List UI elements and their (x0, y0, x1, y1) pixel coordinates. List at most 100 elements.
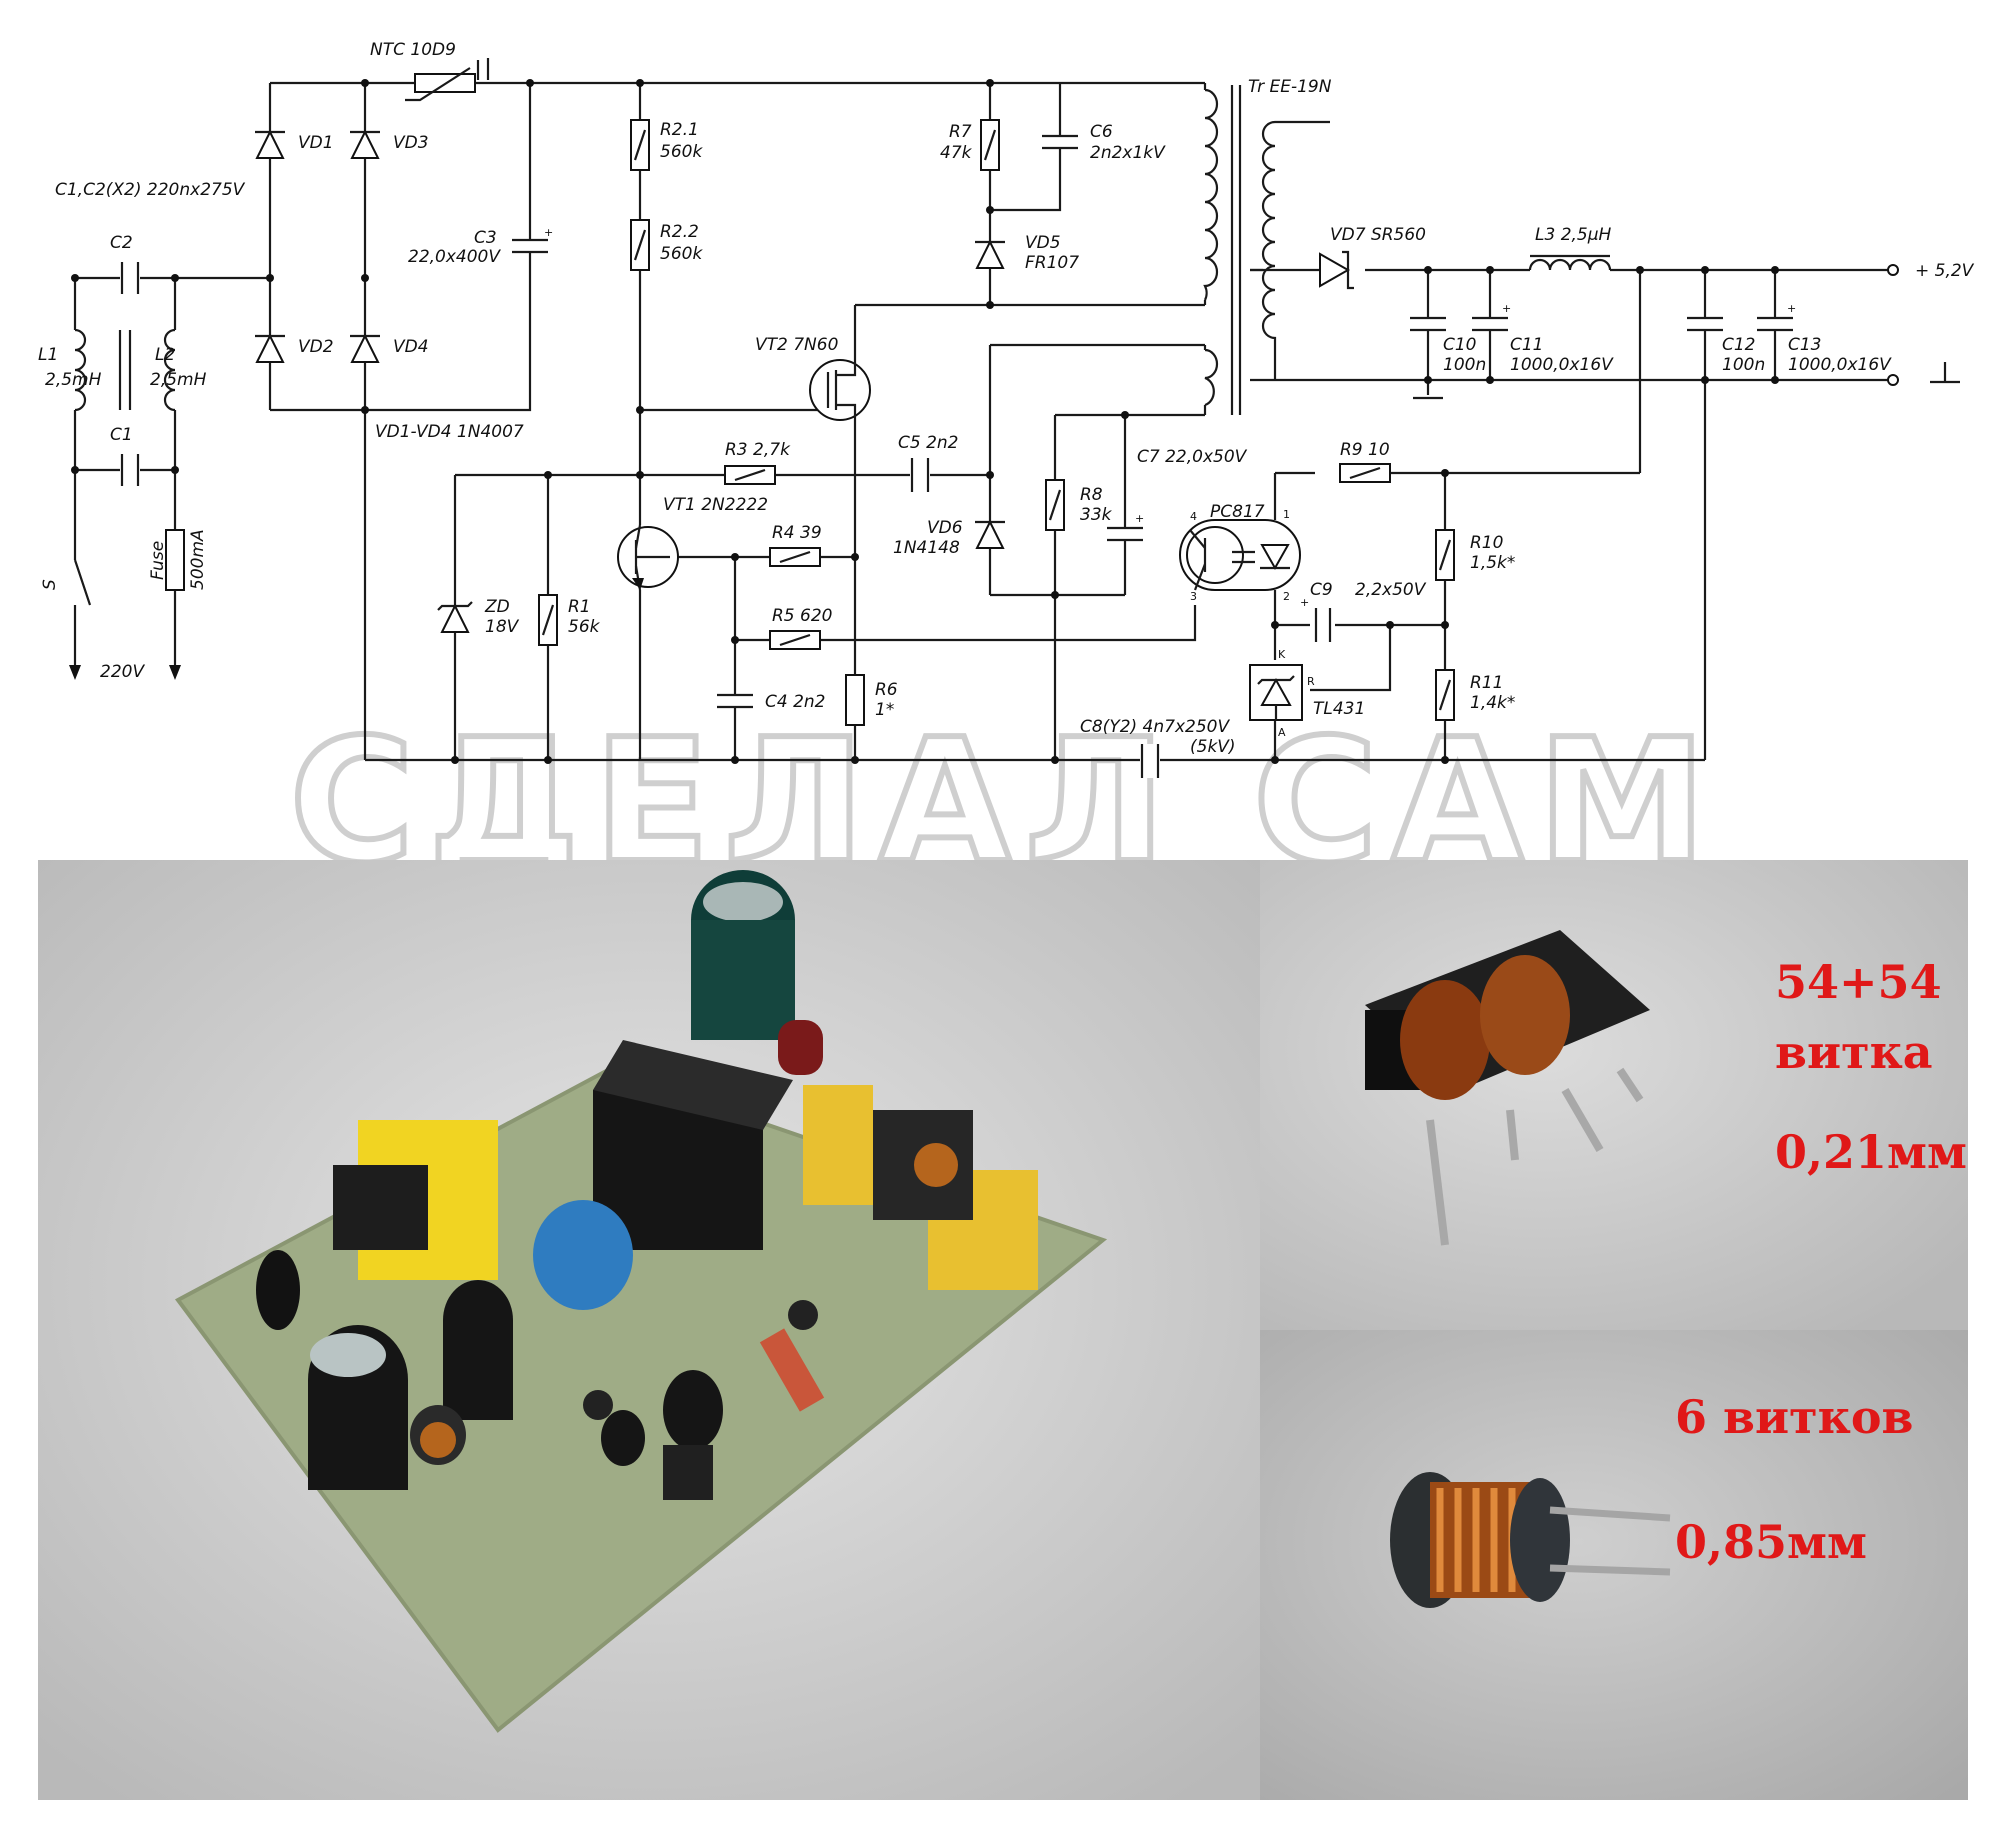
capacitor-c13: + (1757, 302, 1796, 332)
fuse (165, 529, 185, 680)
label-r10-value: 1,5k* (1470, 553, 1515, 573)
label-vd2: VD2 (298, 337, 334, 357)
label-c5: C5 2n2 (898, 433, 959, 453)
label-l2-value: 2,5mH (150, 370, 207, 390)
capacitor-c11: + (1472, 302, 1511, 332)
diode-vd7 (1319, 250, 1354, 290)
label-l1: L1 (38, 345, 58, 365)
capacitor-c5 (910, 458, 930, 492)
label-pin-a: A (1278, 726, 1286, 739)
capacitor-c6 (1042, 134, 1078, 150)
label-r22: R2.2 (660, 222, 699, 242)
label-r6-value: 1* (875, 700, 894, 720)
label-c10-value: 100n (1443, 355, 1486, 375)
capacitor-c4 (717, 693, 753, 709)
label-vt2: VT2 7N60 (755, 335, 838, 355)
label-zd-value: 18V (485, 617, 520, 637)
choke-turns-caption: 54+54 (1775, 955, 1942, 1009)
label-r11: R11 (1470, 673, 1503, 693)
resistor-r7 (980, 119, 1000, 171)
label-c3: C3 (474, 228, 497, 248)
label-vd4: VD4 (393, 337, 429, 357)
label-c12-value: 100n (1722, 355, 1765, 375)
label-fuse: Fuse (148, 541, 168, 580)
label-tl431: TL431 (1313, 699, 1365, 719)
label-fuse-value: 500mA (188, 529, 208, 590)
label-c8-value: (5kV) (1190, 737, 1236, 757)
resistor-r6 (845, 674, 865, 726)
label-220v: 220V (100, 662, 145, 682)
label-r1-value: 56k (568, 617, 601, 637)
label-r7: R7 (949, 122, 972, 142)
label-r11-value: 1,4k* (1470, 693, 1515, 713)
label-c3-value: 22,0x400V (408, 247, 501, 267)
label-c9: C9 (1310, 580, 1333, 600)
wires (73, 81, 1890, 762)
label-c6-value: 2n2x1kV (1090, 143, 1166, 163)
label-r22-value: 560k (660, 244, 703, 264)
mosfet-vt2 (809, 359, 871, 421)
label-vd5-value: FR107 (1025, 253, 1079, 273)
label-c6: C6 (1090, 122, 1113, 142)
resistor-r5 (769, 630, 821, 650)
label-c8: C8(Y2) 4n7x250V (1080, 717, 1230, 737)
resistor-r10 (1435, 529, 1455, 581)
resistor-r9 (1339, 463, 1391, 483)
label-c13: C13 (1788, 335, 1822, 355)
label-r10: R10 (1470, 533, 1503, 553)
label-r21: R2.1 (660, 120, 699, 140)
label-pin2: 2 (1283, 590, 1290, 603)
label-c11-value: 1000,0x16V (1510, 355, 1614, 375)
label-c13-value: 1000,0x16V (1788, 355, 1892, 375)
label-l3: L3 2,5µH (1535, 225, 1612, 245)
capacitor-c3: + (512, 226, 553, 254)
label-r3: R3 2,7k (725, 440, 791, 460)
label-vd-bridge: VD1-VD4 1N4007 (375, 422, 524, 442)
y-capacitor (533, 1200, 633, 1310)
capacitor-c8 (1140, 744, 1160, 778)
label-l2: L2 (155, 345, 175, 365)
capacitor-c9: + (1300, 596, 1335, 642)
ntc-thermistor (405, 58, 490, 102)
svg-text:+: + (1135, 512, 1144, 525)
resistor-r11 (1435, 669, 1455, 721)
label-pin-r: R (1307, 675, 1315, 688)
label-c1: C1 (110, 425, 133, 445)
label-r6: R6 (875, 680, 898, 700)
inductor-l3 (1528, 254, 1612, 271)
output-terminals (1887, 264, 1899, 386)
label-vt1: VT1 2N2222 (663, 495, 768, 515)
label-r1: R1 (568, 597, 591, 617)
label-r4: R4 39 (772, 523, 822, 543)
capacitor-c12 (1687, 316, 1723, 332)
label-pc817: PC817 (1210, 502, 1265, 522)
label-vd3: VD3 (393, 133, 429, 153)
diode-vd4 (350, 333, 380, 363)
inductor-illustration (1260, 1330, 1968, 1800)
svg-text:+: + (1787, 302, 1796, 315)
inductor-turns-caption: 6 витков (1675, 1390, 1914, 1444)
label-c9-value: 2,2x50V (1355, 580, 1427, 600)
label-vd6-value: 1N4148 (893, 538, 960, 558)
transistor-vt1 (617, 524, 679, 591)
label-c1c2: C1,C2(X2) 220nx275V (55, 180, 246, 200)
label-vd6: VD6 (927, 518, 963, 538)
ground-symbols (1413, 362, 1960, 400)
label-switch: S (40, 579, 60, 590)
label-pin-k: K (1278, 648, 1286, 661)
label-c11: C11 (1510, 335, 1544, 355)
pcb-illustration (38, 860, 1260, 1800)
resistor-r1 (538, 594, 558, 646)
capacitor-c2 (120, 262, 140, 294)
label-pin3: 3 (1190, 590, 1197, 603)
optocoupler-pc817 (1179, 519, 1301, 591)
label-tr: Tr EE-19N (1248, 77, 1332, 97)
svg-text:+: + (1502, 302, 1511, 315)
watermark-text: СДЕЛАЛ САМ (290, 703, 1721, 860)
label-c10: C10 (1443, 335, 1477, 355)
svg-text:+: + (1300, 596, 1309, 609)
label-c7: C7 22,0x50V (1137, 447, 1248, 467)
x-capacitor (803, 1085, 873, 1205)
label-c2: C2 (110, 233, 133, 253)
choke-illustration (1260, 860, 1968, 1330)
